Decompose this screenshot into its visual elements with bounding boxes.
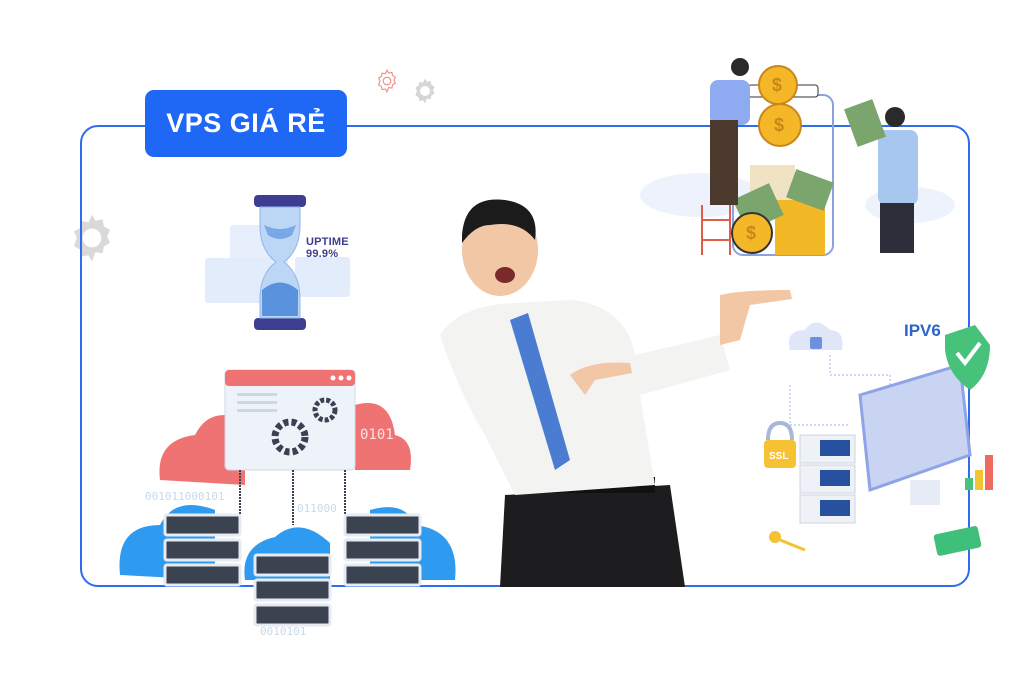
- security-illustration: SSL IPV6: [760, 315, 1024, 570]
- cloud-server-illustration: 001011000101 011000 0101 0010101: [115, 365, 465, 640]
- gear-icon: [415, 78, 435, 104]
- security-network-icon: SSL: [764, 322, 993, 556]
- binary-text: 011000: [297, 502, 337, 515]
- ipv6-label: IPV6: [904, 321, 941, 340]
- page-title: VPS GIÁ RẺ: [145, 90, 347, 157]
- uptime-illustration: UPTIME 99.9%: [205, 195, 355, 330]
- person-icon: [440, 199, 792, 587]
- money-jar-illustration: $ $ $: [640, 55, 960, 260]
- person-pointing: [420, 195, 800, 587]
- cloud-server-icon: [119, 369, 456, 627]
- uptime-label: UPTIME 99.9%: [306, 236, 349, 260]
- binary-text: 001011000101: [145, 490, 225, 503]
- svg-text:$: $: [746, 223, 756, 243]
- gear-icon: [74, 214, 110, 262]
- binary-text: 0010101: [260, 625, 307, 638]
- binary-text: 0101: [360, 427, 394, 443]
- hourglass-icon: [254, 195, 306, 330]
- svg-text:$: $: [774, 115, 784, 135]
- svg-text:$: $: [772, 75, 782, 95]
- svg-text:SSL: SSL: [769, 451, 788, 462]
- money-jar-icon: $ $ $: [640, 58, 955, 256]
- gear-outline-icon: [377, 68, 397, 94]
